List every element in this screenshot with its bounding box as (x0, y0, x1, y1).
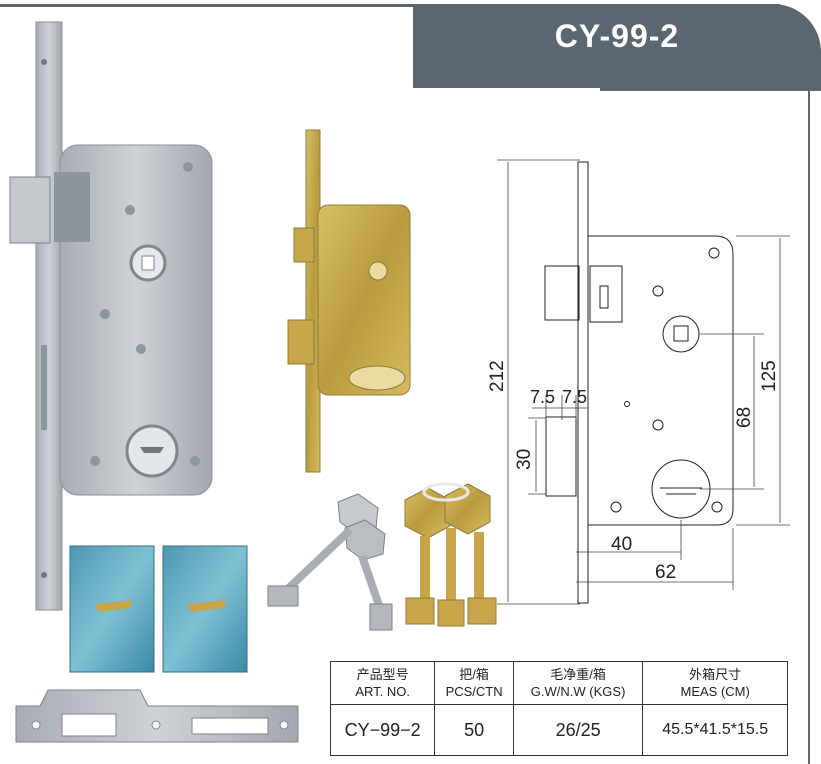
header-pcs-ctn: 把/箱 PCS/CTN (434, 661, 514, 705)
header-meas: 外箱尺寸 MEAS (CM) (642, 661, 788, 705)
cell-art-no: CY−99−2 (329, 704, 436, 756)
strike-plate-photo (15, 689, 299, 743)
screw-pack-photo-2 (162, 545, 248, 673)
spec-header-row: 产品型号 ART. NO. 把/箱 PCS/CTN 毛净重/箱 G.W/N.W … (329, 661, 788, 705)
dim-offset-a-label: 7.5 (530, 387, 555, 407)
screw-pack-photo-1 (69, 545, 155, 673)
header-tab (413, 4, 821, 88)
dim-case-label: 62 (655, 562, 676, 583)
header-rule (600, 88, 821, 91)
right-border (808, 88, 810, 764)
table-row: CY−99−2 50 26/25 45.5*41.5*15.5 (329, 704, 788, 756)
cell-pcs-ctn: 50 (434, 704, 514, 756)
lock-body-steel-photo (9, 21, 213, 611)
dim-offset-b-label: 7.5 (562, 387, 587, 407)
spec-table: 产品型号 ART. NO. 把/箱 PCS/CTN 毛净重/箱 G.W/N.W … (329, 661, 788, 756)
dim-strike-label: 30 (514, 449, 535, 470)
header-line (0, 4, 780, 7)
cell-meas: 45.5*41.5*15.5 (642, 704, 788, 756)
dim-total-label: 125 (759, 360, 780, 392)
header-weight: 毛净重/箱 G.W/N.W (KGS) (512, 661, 644, 705)
model-title: CY-99-2 (554, 18, 680, 54)
dim-center-label: 68 (734, 407, 755, 428)
lock-body-brass-photo (287, 129, 411, 473)
dim-backset-label: 40 (611, 534, 632, 555)
dim-height-label: 212 (487, 360, 508, 392)
header-art-no: 产品型号 ART. NO. (329, 661, 436, 705)
cell-weight: 26/25 (512, 704, 644, 756)
silver-keys-photo (267, 493, 393, 631)
brass-keys-photo (404, 482, 497, 627)
